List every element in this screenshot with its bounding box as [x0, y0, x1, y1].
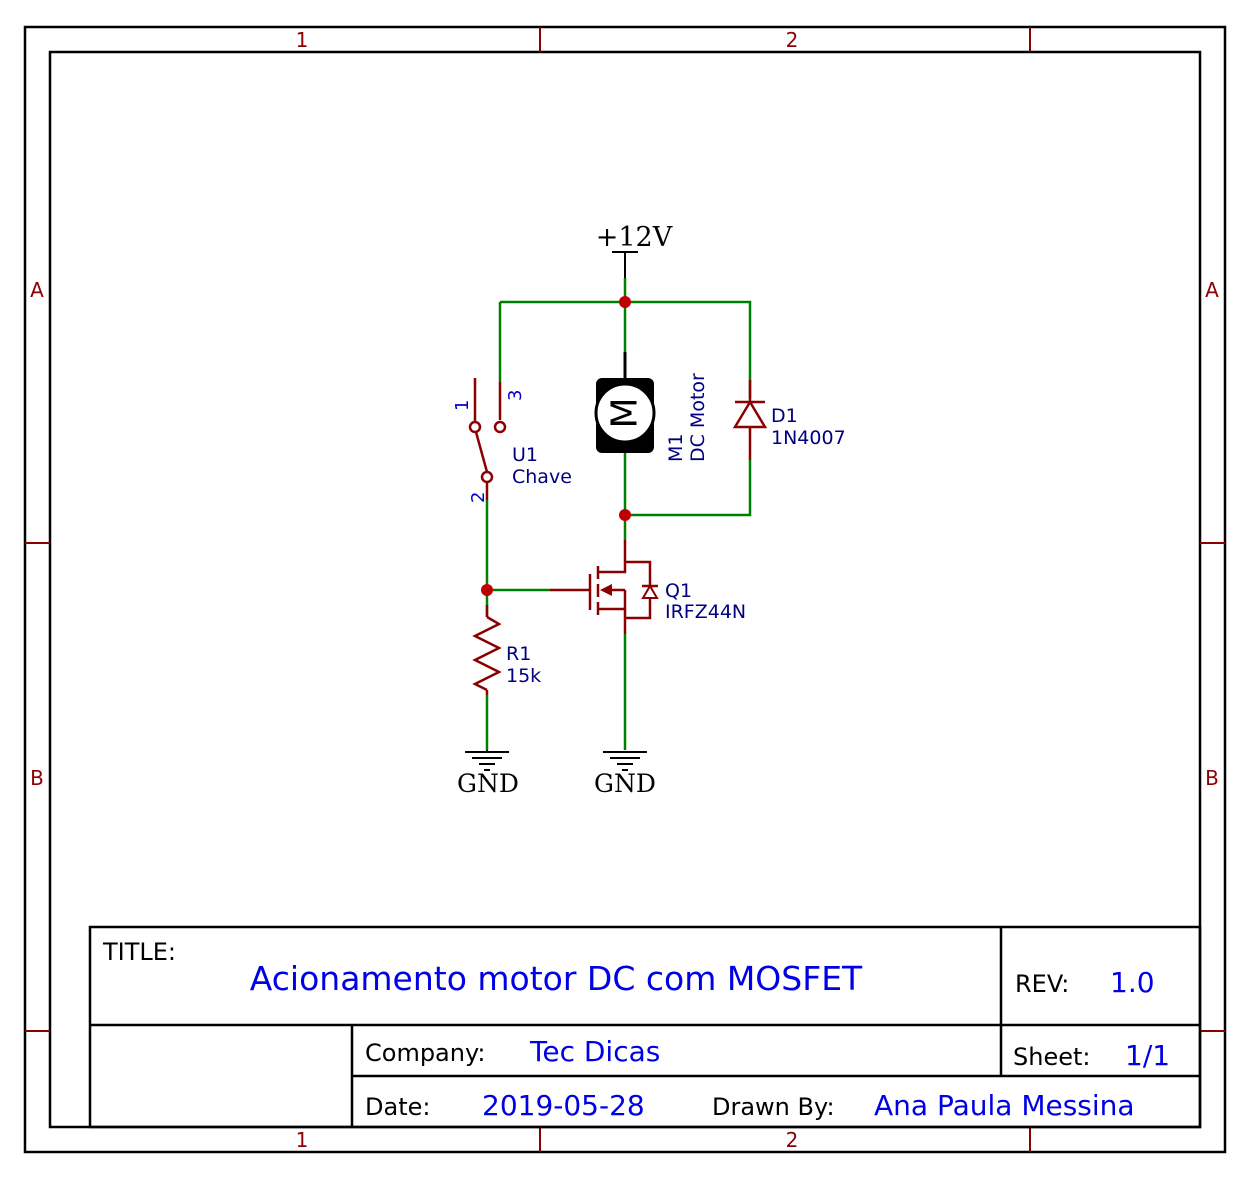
motor-value: DC Motor	[687, 373, 709, 462]
resistor-value: 15k	[506, 665, 541, 687]
wires	[485, 278, 752, 750]
mosfet-value: IRFZ44N	[665, 601, 746, 623]
mosfet-ref: Q1	[665, 580, 692, 602]
zone-row-a-right: A	[1205, 278, 1219, 302]
diode-d1: D1 1N4007	[732, 380, 846, 460]
sheet-key: Sheet:	[1013, 1043, 1090, 1071]
zone-row-a-left: A	[30, 278, 44, 302]
zone-col-2-bottom: 2	[786, 1128, 799, 1152]
zone-row-b-right: B	[1205, 766, 1219, 790]
zone-col-1-bottom: 1	[296, 1128, 309, 1152]
rev-key: REV:	[1015, 970, 1069, 998]
supply-label: +12V	[596, 222, 673, 253]
junction-gate	[481, 584, 493, 596]
diode-triangle	[732, 399, 768, 429]
switch-pin2-label: 2	[468, 492, 489, 503]
junction-drain	[619, 509, 631, 521]
diode-value: 1N4007	[771, 427, 846, 449]
switch-terminal-3	[493, 420, 507, 434]
switch-ref: U1	[512, 444, 538, 466]
rev-value: 1.0	[1110, 966, 1155, 999]
drawn-by-key: Drawn By:	[712, 1093, 835, 1121]
switch-pin1-label: 1	[452, 400, 473, 411]
date-key: Date:	[365, 1093, 430, 1121]
mosfet-q1: Q1 IRFZ44N	[550, 540, 746, 634]
mosfet-body-diode	[641, 584, 659, 599]
drawing-title: Acionamento motor DC com MOSFET	[250, 959, 863, 998]
switch-terminal-2	[480, 470, 494, 484]
mosfet-arrow	[600, 584, 612, 596]
title-key: TITLE:	[102, 938, 176, 966]
switch-lever	[474, 431, 489, 473]
supply-12v-symbol: +12V	[596, 222, 673, 278]
resistor-zigzag	[472, 615, 502, 692]
title-block: TITLE: Acionamento motor DC com MOSFET R…	[88, 925, 1202, 1129]
junctions	[481, 296, 631, 596]
motor-symbol-letter: M	[605, 397, 646, 428]
outer-border	[23, 25, 1227, 1154]
company-value: Tec Dicas	[529, 1035, 660, 1068]
zone-row-b-left: B	[30, 766, 44, 790]
ground-label-right: GND	[594, 769, 656, 798]
junction-supply	[619, 296, 631, 308]
resistor-ref: R1	[506, 643, 531, 665]
sheet-value: 1/1	[1125, 1039, 1170, 1072]
switch-u1: 1 3 2 U1 Chave	[452, 378, 572, 503]
motor-m1: M M1 DC Motor	[594, 352, 709, 462]
switch-value: Chave	[512, 466, 572, 488]
diode-ref: D1	[771, 405, 798, 427]
zone-col-1-top: 1	[296, 28, 309, 52]
switch-pin3-label: 3	[505, 390, 526, 401]
company-key: Company:	[365, 1039, 486, 1067]
switch-terminal-1	[468, 420, 482, 434]
date-value: 2019-05-28	[482, 1089, 645, 1122]
zone-col-2-top: 2	[786, 28, 799, 52]
drawn-by-value: Ana Paula Messina	[874, 1089, 1135, 1122]
ground-label-left: GND	[457, 769, 519, 798]
ground-symbol-right: GND	[594, 751, 656, 798]
resistor-r1: R1 15k	[472, 605, 541, 695]
ground-symbol-left: GND	[457, 750, 519, 798]
motor-circle	[594, 382, 656, 444]
motor-ref: M1	[665, 434, 687, 462]
